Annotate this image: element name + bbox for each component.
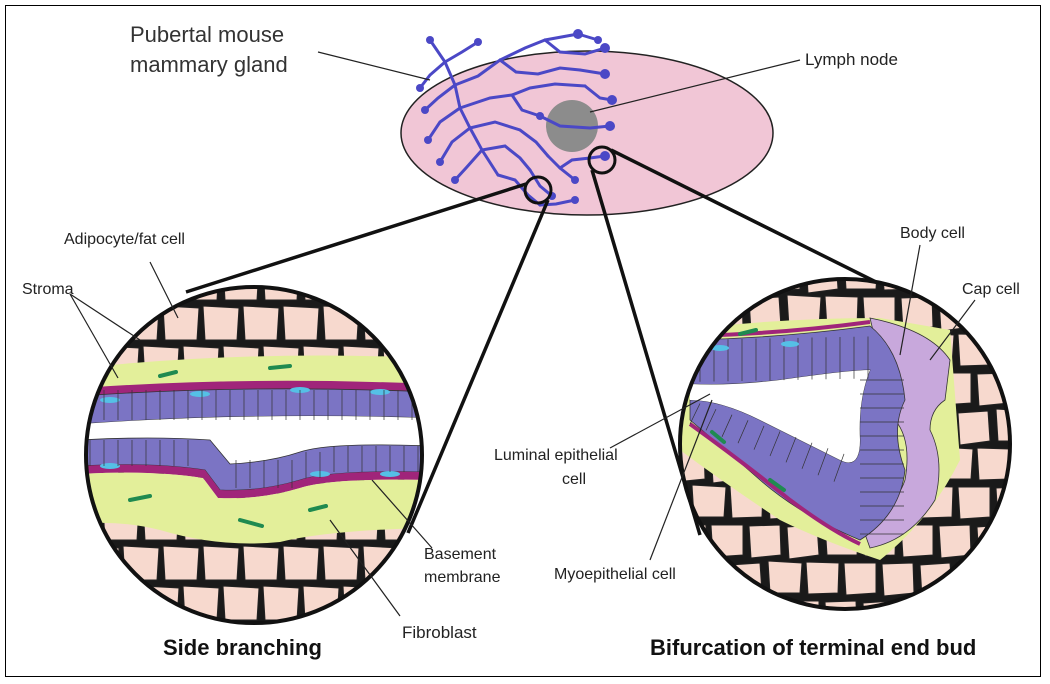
adipocyte-cell <box>223 586 259 620</box>
adipocyte-cell <box>673 601 705 635</box>
adipocyte-cell <box>343 586 379 620</box>
luminal-label-line1: Luminal epithelial <box>494 446 618 465</box>
adipocyte-cell <box>806 259 838 293</box>
myoepithelial-label: Myoepithelial cell <box>554 565 676 584</box>
adipocyte-cell <box>83 546 119 580</box>
adipocyte-cell <box>103 586 139 620</box>
side-branching-inset <box>63 266 439 630</box>
adipocyte-cell <box>673 524 706 556</box>
adipocyte-cell <box>343 266 379 300</box>
adipocyte-cell <box>123 546 159 580</box>
adipocyte-cell <box>768 561 802 593</box>
adipocyte-cell <box>692 485 726 517</box>
luminal-label-line2: cell <box>562 470 586 489</box>
adipocyte-cell <box>263 586 299 620</box>
adipocyte-cell <box>243 306 279 340</box>
side-branching-caption: Side branching <box>163 638 322 657</box>
adipocyte-cell <box>958 487 990 519</box>
adipocyte-cell <box>692 258 725 290</box>
adipocyte-cell <box>383 266 419 300</box>
adipocyte-cell <box>203 306 239 340</box>
adipocyte-cell <box>163 546 199 580</box>
adipocyte-cell <box>654 487 686 521</box>
adipocyte-cell <box>263 266 299 300</box>
adipocyte-cell <box>958 561 992 593</box>
adipocyte-cell <box>749 525 781 558</box>
adipocyte-cell <box>63 586 99 620</box>
adipocyte-cell <box>123 306 159 340</box>
adipocyte-cell <box>806 562 839 594</box>
adipocyte-cell <box>882 563 914 596</box>
lymph-node-label: Lymph node <box>805 50 898 69</box>
adipocyte-cell <box>283 546 319 580</box>
adipocyte-cell <box>323 546 359 580</box>
adipocyte-cell <box>844 563 876 595</box>
adipocyte-cell <box>977 295 1011 327</box>
end-bud-inset <box>654 257 1030 635</box>
adipocyte-cell <box>283 306 319 340</box>
adipocyte-cell <box>711 525 743 557</box>
basement-label-line2: membrane <box>424 568 500 587</box>
adipocyte-cell <box>654 257 688 289</box>
adipocyte-cell <box>958 411 990 445</box>
adipocyte-cell <box>996 409 1030 441</box>
basement-label-line1: Basement <box>424 545 496 564</box>
body-cell-label: Body cell <box>900 224 965 243</box>
gland-label-line2: mammary gland <box>130 52 288 78</box>
adipocyte-cell <box>673 297 705 329</box>
adipocyte-cell <box>977 525 1009 559</box>
adipocyte-cell <box>977 601 1009 633</box>
adipocyte-cell <box>920 259 952 291</box>
adipocyte-cell <box>749 600 782 632</box>
adipocyte-cell <box>363 306 399 340</box>
end-bud-caption: Bifurcation of terminal end bud <box>650 638 976 657</box>
adipocyte-cell <box>103 266 139 300</box>
gland-label-line1: Pubertal mouse <box>130 22 284 48</box>
adipocyte-cell <box>243 546 279 580</box>
cap-cell-label: Cap cell <box>962 280 1020 299</box>
adipocyte-cell <box>996 335 1028 367</box>
adipocyte-cell <box>901 599 935 631</box>
adipocyte-cell <box>203 546 239 580</box>
adipocyte-cell <box>996 562 1029 594</box>
adipocyte-cell <box>711 599 745 631</box>
adipocyte-cell <box>825 601 857 634</box>
adipocyte-cell <box>692 563 724 596</box>
adipocyte-cell <box>383 586 419 620</box>
adipocyte-cell <box>730 259 762 291</box>
adipocyte-cell <box>939 600 972 632</box>
stroma-label: Stroma <box>22 280 74 299</box>
adipocyte-cell <box>654 335 686 368</box>
adipocyte-label: Adipocyte/fat cell <box>64 230 185 249</box>
adipocyte-cell <box>403 306 439 340</box>
fibroblast-label: Fibroblast <box>402 623 477 642</box>
adipocyte-cell <box>63 346 99 380</box>
